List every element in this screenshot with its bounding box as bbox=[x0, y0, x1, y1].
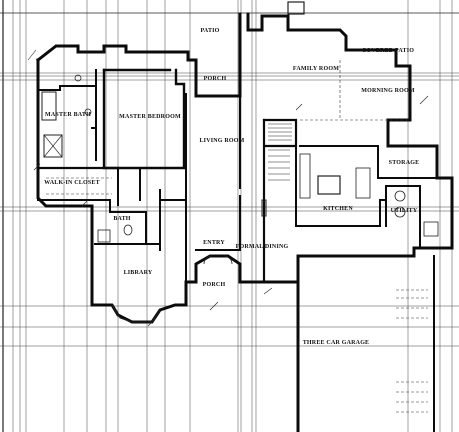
room-label-formal-dining: FORMAL DINING bbox=[236, 244, 289, 250]
room-label-garage: THREE CAR GARAGE bbox=[303, 340, 370, 346]
room-label-covered-patio: COVERED PATIO bbox=[362, 48, 414, 54]
room-label-master-bath: MASTER BATH bbox=[45, 112, 91, 118]
interior-walls bbox=[36, 60, 438, 284]
exterior-walls bbox=[35, 12, 454, 432]
room-label-utility: UTILITY bbox=[391, 208, 418, 214]
dimension-ticks bbox=[27, 49, 429, 327]
room-label-family-room: FAMILY ROOM bbox=[293, 66, 339, 72]
room-label-walk-in-closet: WALK-IN CLOSET bbox=[44, 180, 100, 186]
room-label-storage: STORAGE bbox=[389, 160, 420, 166]
room-label-porch-front: PORCH bbox=[203, 282, 226, 288]
room-label-bath: BATH bbox=[113, 216, 130, 222]
stairs bbox=[268, 123, 292, 181]
fixtures bbox=[41, 1, 439, 413]
room-label-kitchen: KITCHEN bbox=[323, 206, 353, 212]
room-label-porch-rear: PORCH bbox=[204, 76, 227, 82]
room-label-patio: PATIO bbox=[200, 28, 219, 34]
room-labels: PATIO PORCH MASTER BEDROOM MASTER BATH W… bbox=[44, 28, 419, 346]
room-label-master-bedroom: MASTER BEDROOM bbox=[119, 114, 181, 120]
room-label-living-room: LIVING ROOM bbox=[199, 138, 244, 144]
room-label-entry: ENTRY bbox=[203, 240, 225, 246]
room-label-library: LIBRARY bbox=[124, 270, 153, 276]
room-label-morning-room: MORNING ROOM bbox=[361, 88, 415, 94]
